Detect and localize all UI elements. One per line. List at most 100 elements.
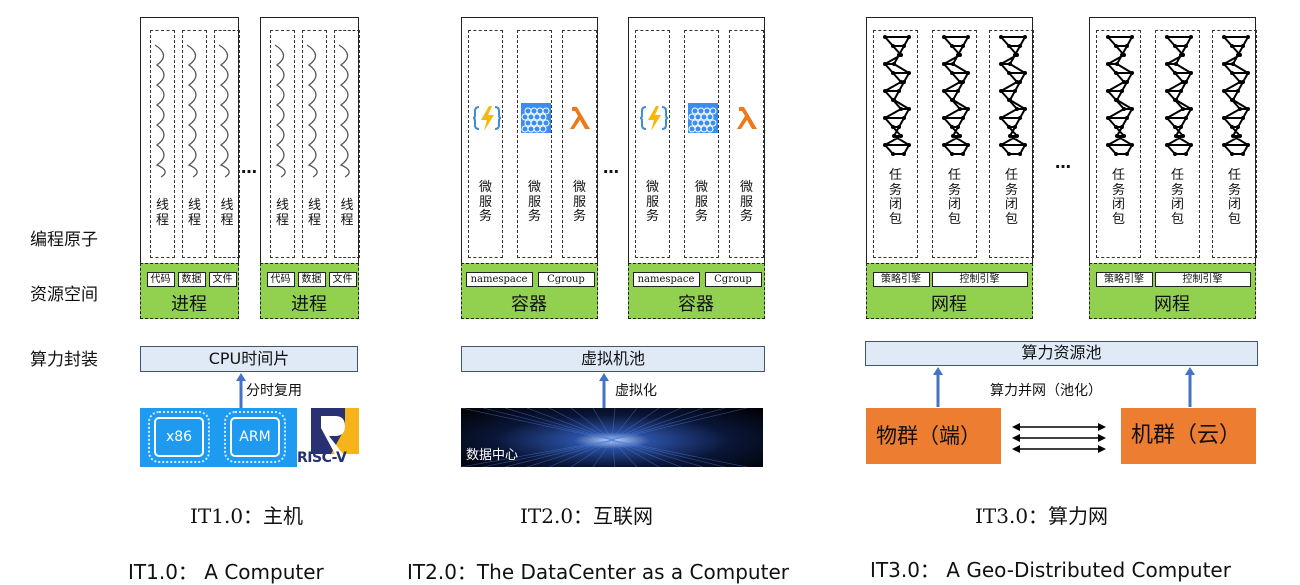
thread-wave-icon [183, 39, 209, 183]
device-cluster-box: 物群（端） [866, 408, 1001, 464]
era-3-pool: 算力资源池 [865, 341, 1258, 366]
era-2-title-cn: IT2.0：互联网 [520, 504, 654, 528]
era-3-cell-label: 任务闭包 [1111, 168, 1125, 227]
risc-v-logo: RISC-V [297, 408, 375, 468]
era-3-resource-space: 策略引擎控制引擎网程 [865, 263, 1033, 319]
up-arrow-icon [933, 367, 943, 411]
era-2-pool: 虚拟机池 [461, 346, 765, 372]
cpu-chips-image: x86 ARM [140, 408, 297, 467]
era-2-cell: 微服务 [635, 30, 670, 258]
era-2-resource-1: Cgroup [537, 272, 595, 287]
era-2-cell-label: 微服务 [645, 180, 659, 224]
era-1-resource-0: 代码 [146, 272, 175, 287]
era-1-cell: 线程 [182, 30, 207, 258]
era-1-arrow-label: 分时复用 [246, 383, 302, 399]
hardware-x86: x86 [148, 411, 210, 463]
microservice-icon [687, 103, 718, 137]
era-1-cell: 线程 [214, 30, 240, 258]
era-1-pool: CPU时间片 [140, 346, 358, 372]
era-2-container-box: 微服务 微服务 微服务 namespace Cgroup 容器 [460, 17, 598, 319]
era-3-cell: 任务闭包 [932, 30, 977, 258]
thread-wave-icon [151, 39, 177, 183]
era-1-resource-space: 代码数据文件进程 [139, 263, 239, 319]
risc-v-label: RISC-V [297, 450, 347, 466]
task-graph-icon [1161, 33, 1197, 167]
era-1-cell-label: 线程 [307, 198, 321, 228]
era-2-cell: 微服务 [684, 30, 719, 258]
era-2-container-label: 容器 [678, 294, 714, 315]
era-3-container-label: 网程 [1154, 294, 1190, 315]
era-2-cell-label: 微服务 [527, 180, 541, 224]
era-1-title-en: IT1.0： A Computer [128, 560, 324, 584]
era-3-container-box: 任务闭包任务闭包任务闭包策略引擎控制引擎网程 [865, 17, 1034, 319]
era-1-title-cn: IT1.0：主机 [190, 504, 304, 528]
task-graph-icon [1102, 33, 1138, 167]
era-3-container-box: 任务闭包任务闭包任务闭包策略引擎控制引擎网程 [1088, 17, 1257, 319]
task-graph-icon [1218, 33, 1254, 167]
up-arrow-icon [236, 373, 246, 417]
era-2-cell-label: 微服务 [739, 180, 753, 224]
era-3-cell-label: 任务闭包 [888, 168, 902, 227]
microservice-icon [520, 103, 551, 137]
era-3-resource-1: 控制引擎 [1154, 272, 1251, 287]
era-2-container-box: 微服务 微服务 微服务 namespace Cgroup 容器 [627, 17, 765, 319]
era-3-cell: 任务闭包 [1096, 30, 1141, 258]
era-2-cell-label: 微服务 [572, 180, 586, 224]
ellipsis: … [603, 158, 619, 177]
era-1-resource-space: 代码数据文件进程 [259, 263, 359, 319]
era-1-container-label: 进程 [291, 294, 327, 315]
era-2-resource-1: Cgroup [704, 272, 762, 287]
datacenter-image: 数据中心 [461, 408, 763, 467]
era-1-cell: 线程 [334, 30, 360, 258]
thread-wave-icon [215, 39, 241, 183]
era-1-cell-label: 线程 [275, 198, 289, 228]
era-2-resource-0: namespace [465, 272, 533, 287]
up-arrow-icon [599, 373, 609, 417]
hardware-arm: ARM [224, 411, 286, 463]
era-2-cell: 微服务 [562, 30, 597, 258]
era-3-cell-label: 任务闭包 [1227, 168, 1241, 227]
era-3-cell-label: 任务闭包 [947, 168, 961, 227]
era-1-cell: 线程 [302, 30, 327, 258]
era-3-title-en: IT3.0： A Geo-Distributed Computer [870, 558, 1231, 582]
up-arrow-icon [1185, 367, 1195, 411]
era-1-cell-label: 线程 [155, 198, 169, 228]
machine-cluster-box: 机群（云） [1121, 408, 1256, 464]
era-1-resource-1: 数据 [177, 272, 206, 287]
side-label: 资源空间 [30, 285, 98, 305]
era-3-cell: 任务闭包 [1212, 30, 1257, 258]
era-3-arrow-label: 算力并网（池化） [990, 383, 1102, 399]
era-1-resource-2: 文件 [328, 272, 357, 287]
azure-functions-icon [639, 103, 669, 137]
thread-wave-icon [303, 39, 329, 183]
era-1-container-label: 进程 [171, 294, 207, 315]
era-1-cell-label: 线程 [187, 198, 201, 228]
era-3-title-cn: IT3.0：算力网 [975, 504, 1109, 528]
era-2-cell-label: 微服务 [694, 180, 708, 224]
era-2-cell-label: 微服务 [478, 180, 492, 224]
era-3-resource-0: 策略引擎 [1095, 272, 1153, 287]
side-label: 编程原子 [30, 230, 98, 250]
era-2-arrow-label: 虚拟化 [615, 383, 657, 399]
era-3-resource-0: 策略引擎 [872, 272, 930, 287]
era-1-resource-0: 代码 [266, 272, 295, 287]
bidirectional-arrows-icon [1012, 422, 1106, 460]
task-graph-icon [995, 33, 1031, 167]
era-1-cell: 线程 [270, 30, 295, 258]
era-3-resource-1: 控制引擎 [931, 272, 1028, 287]
era-2-resource-space: namespace Cgroup 容器 [460, 263, 598, 319]
task-graph-icon [879, 33, 915, 167]
era-1-cell: 线程 [150, 30, 175, 258]
era-1-resource-1: 数据 [297, 272, 326, 287]
thread-wave-icon [271, 39, 297, 183]
era-2-title-en: IT2.0：The DataCenter as a Computer [407, 560, 789, 584]
era-2-resource-0: namespace [632, 272, 700, 287]
era-1-container-box: 线程线程线程代码数据文件进程 [259, 17, 360, 319]
ellipsis: … [241, 158, 257, 177]
side-label: 算力封装 [30, 350, 98, 370]
task-graph-icon [938, 33, 974, 167]
aws-lambda-icon [733, 103, 763, 137]
era-2-container-label: 容器 [511, 294, 547, 315]
aws-lambda-icon [566, 103, 596, 137]
